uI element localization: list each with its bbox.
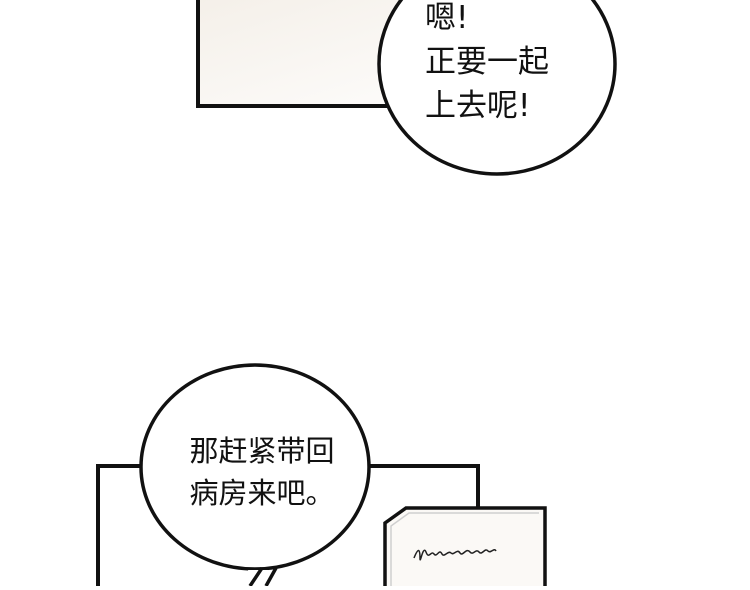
bubble-top-line-2: 正要一起: [425, 44, 549, 80]
bubble-top-line-3: 上去呢!: [425, 88, 531, 124]
speech-bubble-top: [377, 0, 617, 176]
bubble-bottom-text: 那赶紧带回 病房来吧。: [162, 430, 362, 514]
bubble-bottom-line-2: 病房来吧。: [189, 476, 335, 510]
bubble-bottom-line-1: 那赶紧带回: [189, 434, 335, 468]
speech-bubble-bottom: [139, 363, 371, 587]
bubble-top-text: 嗯! 正要一起 上去呢!: [425, 0, 595, 128]
document-panel: [383, 506, 547, 590]
bubble-top-line-1: 嗯!: [425, 0, 469, 36]
signature-scribble: [413, 549, 497, 561]
